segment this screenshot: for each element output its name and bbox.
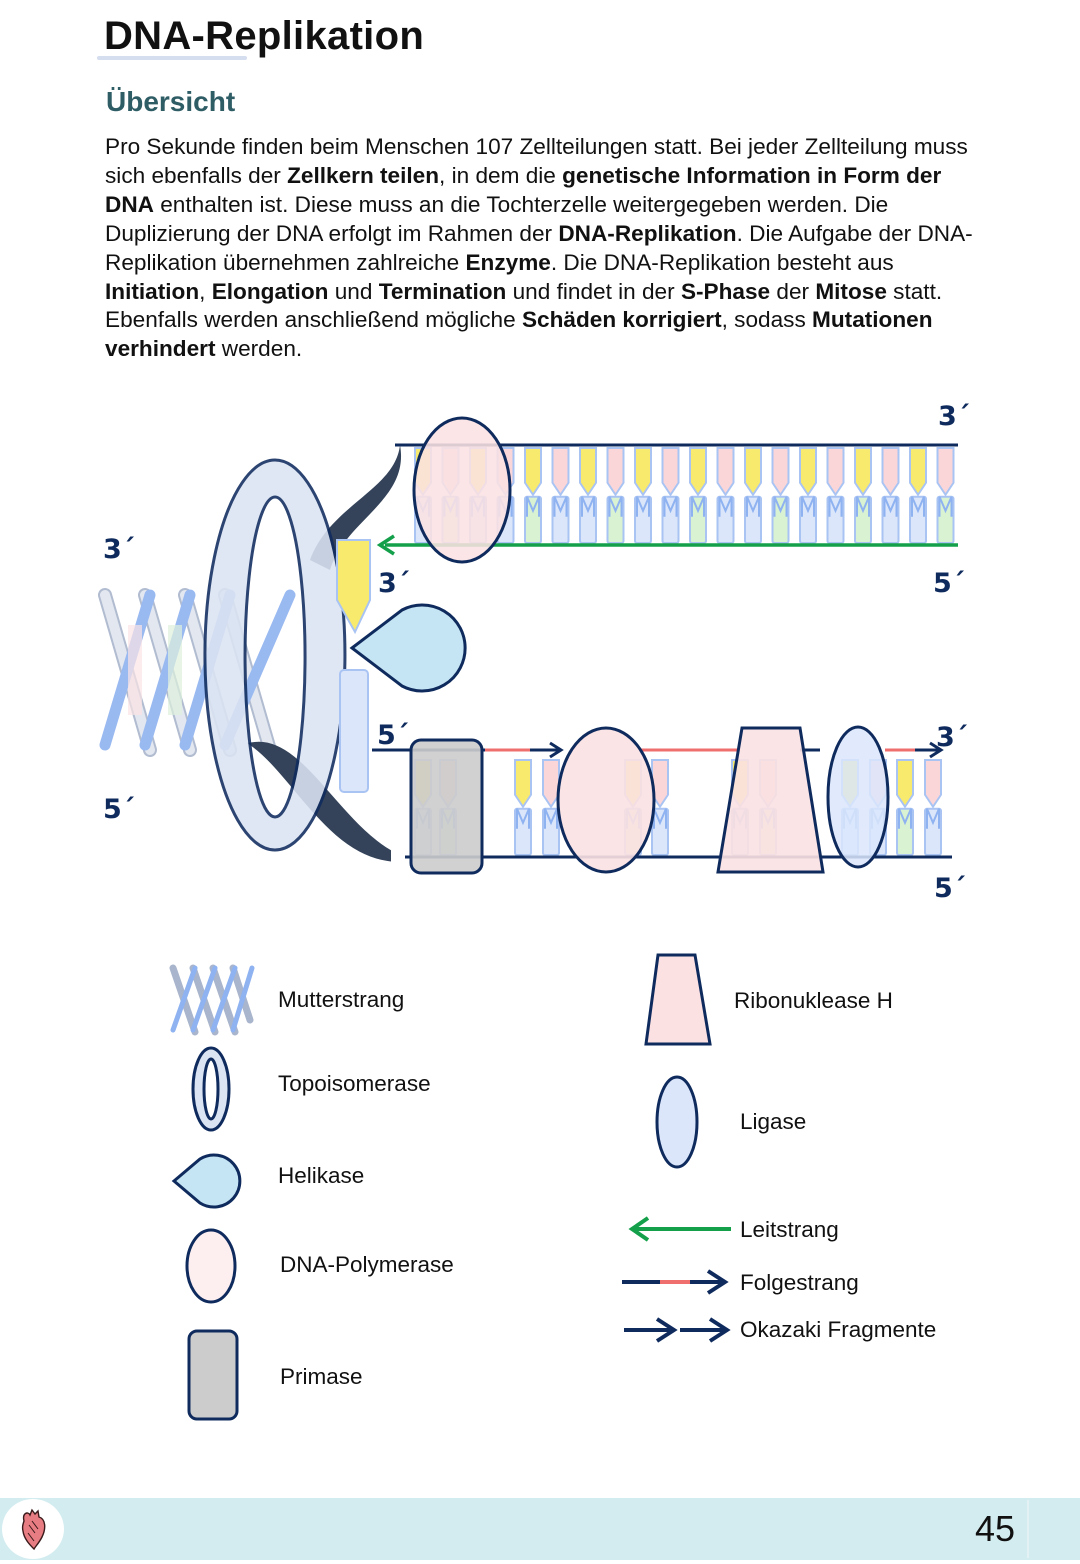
text-run: und findet in der <box>506 278 681 304</box>
text-run: der <box>770 278 816 304</box>
end-label: 3´ <box>103 534 135 565</box>
helicase <box>349 603 467 693</box>
topoisomerase <box>203 458 347 852</box>
leading-arrow-head <box>376 534 395 556</box>
nucleotide <box>826 447 845 544</box>
section-heading: Übersicht <box>106 86 236 117</box>
dna-polymerase-lagging <box>556 726 656 874</box>
intro-paragraph: Pro Sekunde finden beim Menschen 107 Zel… <box>105 133 975 364</box>
nucleotide <box>881 447 900 544</box>
page-title: DNA-Replikation <box>104 14 425 58</box>
legend-label: Helikase <box>278 1163 364 1188</box>
text-run: , in dem die <box>439 162 563 188</box>
nucleotide <box>896 759 914 856</box>
end-label: 3´ <box>938 401 970 432</box>
nucleotide <box>579 447 597 544</box>
end-label: 5´ <box>103 794 135 825</box>
dna-polymerase-leading <box>412 416 512 564</box>
mother-strand-helix <box>98 588 296 757</box>
lagging-strand-icon <box>622 1269 729 1295</box>
legend-label: Primase <box>280 1364 363 1389</box>
text-run: statt. Ebenfalls werden anschließend mög… <box>105 278 943 333</box>
mother-strand-icon <box>169 964 255 1036</box>
text-run: enthalten ist. Diese muss an die Tochter… <box>105 191 889 246</box>
nucleotide <box>634 447 652 544</box>
legend-label: Ribonuklease H <box>734 988 893 1013</box>
dna-polymerase-icon <box>185 1228 237 1304</box>
text-run: , <box>199 278 212 304</box>
page-number: 45 <box>975 1508 1016 1549</box>
bold-term: Zellkern teilen <box>287 162 440 188</box>
heart-icon <box>21 1508 46 1551</box>
ribonuclease-h-icon <box>644 953 712 1046</box>
nucleotide <box>909 447 927 544</box>
end-label: 5´ <box>933 568 965 599</box>
leading-strand-icon <box>628 1216 731 1242</box>
text-run: und <box>328 278 379 304</box>
legend-label: DNA-Polymerase <box>280 1252 454 1277</box>
text-run: werden. <box>215 336 303 362</box>
nucleotide <box>771 447 790 544</box>
end-label: 3´ <box>936 722 968 753</box>
leading-template-stub <box>339 669 369 793</box>
footer-separator <box>1027 1500 1029 1558</box>
okazaki-fragments-icon <box>624 1317 731 1343</box>
footer-logo <box>2 1499 64 1559</box>
nucleotide <box>524 447 542 544</box>
nucleotide <box>744 447 762 544</box>
legend-label: Topoisomerase <box>278 1071 431 1096</box>
text-run: . Die Aufgabe der DNA-Replikation überne… <box>105 220 973 275</box>
bold-term: Termination <box>378 278 507 304</box>
unwound-strand-top <box>310 445 402 570</box>
ligase <box>826 725 890 869</box>
text-run: Pro Sekunde finden beim Menschen 107 Zel… <box>105 134 968 188</box>
nucleotide <box>799 447 817 544</box>
end-label: 3´ <box>378 568 410 599</box>
legend: Mutterstrang Topoisomerase Helikase DNA-… <box>169 953 936 1421</box>
rna-primer <box>336 539 371 635</box>
bold-term: genetische Information in Form der DNA <box>105 162 942 217</box>
end-label: 5´ <box>377 720 409 751</box>
ligase-icon <box>655 1075 699 1169</box>
dna-replication-diagram: 3´ 3´ 3´ 5´ 5´ 3´ 5´ 5´ Mutterstrang Top… <box>98 401 970 1421</box>
bold-term: DNA-Replikation <box>558 220 737 246</box>
nucleotide <box>514 759 532 856</box>
nucleotide <box>551 447 570 544</box>
nucleotide <box>661 447 680 544</box>
primase-icon <box>187 1329 239 1421</box>
bold-term: Mitose <box>815 278 887 304</box>
legend-label: Leitstrang <box>740 1217 839 1242</box>
legend-label: Mutterstrang <box>278 987 404 1012</box>
legend-label: Okazaki Fragmente <box>740 1317 936 1342</box>
bold-term: Schäden korrigiert <box>521 307 722 333</box>
primase <box>409 738 484 875</box>
text-run: , sodass <box>721 307 813 333</box>
nucleotide <box>606 447 625 544</box>
ribonuclease-h <box>716 726 825 874</box>
end-label: 5´ <box>934 873 966 904</box>
title-underline <box>97 56 247 60</box>
topoisomerase-icon <box>191 1046 231 1132</box>
nucleotide <box>542 759 560 856</box>
nucleotide <box>716 447 735 544</box>
bold-term: Elongation <box>211 278 329 304</box>
nucleotide <box>854 447 872 544</box>
legend-label: Folgestrang <box>740 1270 859 1295</box>
legend-label: Ligase <box>740 1109 806 1134</box>
bold-term: Mutationen verhindert <box>105 307 933 362</box>
bold-term: Initiation <box>105 278 200 304</box>
page-footer <box>0 1498 1080 1560</box>
nucleotide <box>689 447 707 544</box>
helicase-icon <box>171 1153 242 1209</box>
text-run: . Die DNA-Replikation besteht aus <box>550 249 894 275</box>
nucleotide <box>924 759 942 856</box>
bold-term: S-Phase <box>680 278 771 304</box>
nucleotide <box>936 447 955 544</box>
bold-term: Enzyme <box>465 249 551 275</box>
